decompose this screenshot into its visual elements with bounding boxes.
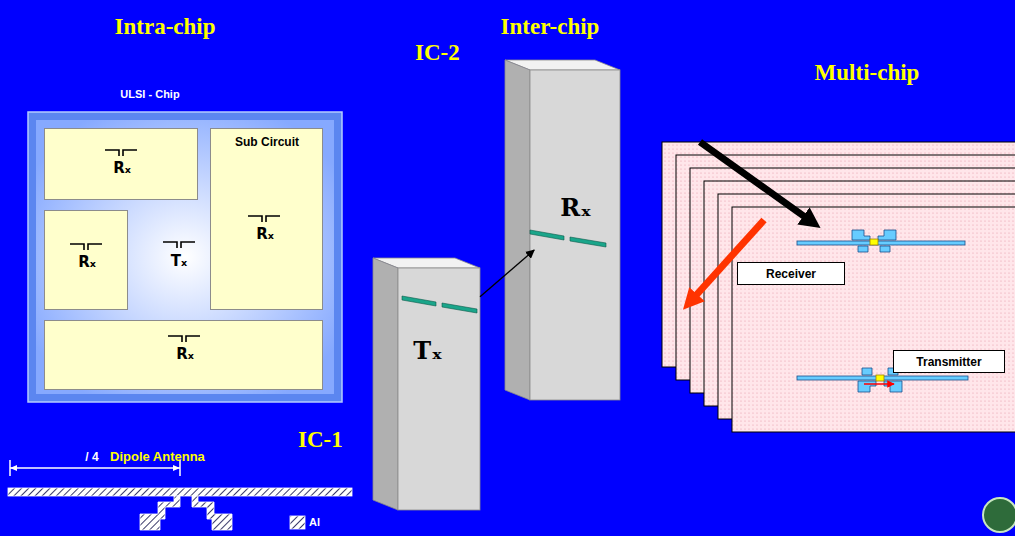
ic-block: IC-2Rₓ [505, 60, 620, 400]
box-label: Transmitter [916, 355, 981, 369]
section-heading: Inter-chip [501, 14, 600, 40]
board-stack [662, 142, 1015, 432]
antenna-label: Tₓ [413, 336, 442, 365]
sub-circuit-box: Rₓ [44, 128, 198, 200]
antenna-node: Tₓ [398, 288, 480, 376]
antenna-label: Rₓ [560, 193, 591, 222]
receiver-box: Receiver [737, 262, 845, 285]
sub-circuit-box: Rₓ [44, 210, 128, 310]
dimension-label: / 4 [85, 450, 98, 464]
chip-outline: ULSI - ChipTₓRₓSub CircuitRₓRₓRₓ [28, 112, 342, 402]
reception-arrow [700, 142, 812, 222]
chip-drawing [28, 112, 342, 402]
legend-swatch [290, 516, 305, 529]
dipole-drawing [8, 460, 352, 530]
transmission-arrow [690, 220, 764, 302]
chip-title: ULSI - Chip [120, 88, 179, 100]
logo [983, 498, 1015, 532]
figure-label: Dipole Antenna [110, 449, 205, 464]
chip-name: IC-1 [298, 427, 343, 453]
ic-block: IC-1Tₓ [373, 258, 480, 510]
section-heading: Multi-chip [815, 60, 920, 86]
signal-arrow [864, 383, 894, 385]
sub-circuit-box: Sub CircuitRₓ [210, 128, 323, 310]
antenna-symbol [70, 150, 280, 342]
section-heading: Intra-chip [115, 14, 216, 40]
sub-circuit-box: Rₓ [44, 320, 323, 390]
ic-blocks [373, 60, 620, 510]
antenna-label: Rₓ [176, 345, 194, 363]
legend-text: Al [309, 516, 320, 528]
antenna-node: Rₓ [528, 190, 610, 250]
antenna-label: Rₓ [113, 159, 131, 177]
antenna-label: Rₓ [256, 225, 274, 243]
signal-connector [480, 250, 534, 297]
transmitter-box: Transmitter [893, 350, 1005, 373]
box-label: Receiver [766, 267, 816, 281]
chip-name: IC-2 [415, 40, 460, 66]
dipole-antenna [402, 230, 606, 313]
box-heading: Sub Circuit [235, 135, 299, 149]
antenna-label: Tₓ [171, 252, 187, 270]
antenna-label: Rₓ [78, 253, 96, 271]
